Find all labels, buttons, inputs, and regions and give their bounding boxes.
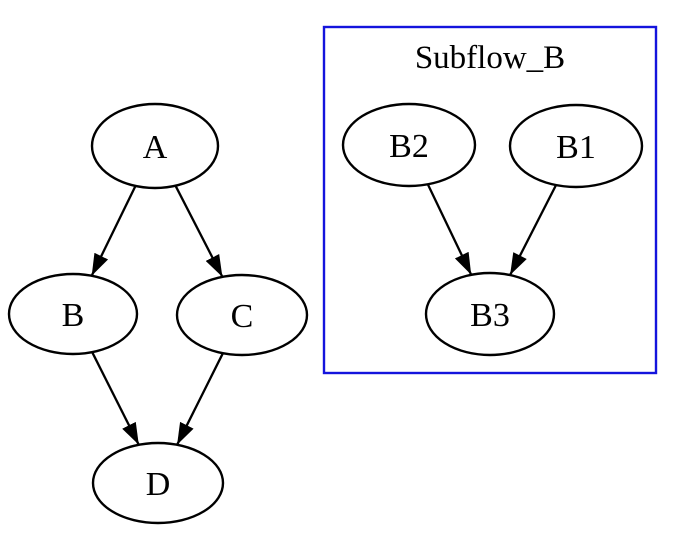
node-b3-label: B3 (470, 297, 510, 334)
edge-c-to-d (176, 352, 224, 446)
node-d-shape (91, 441, 225, 525)
node-b3: B3 (424, 271, 556, 357)
node-b-label: B (62, 297, 85, 334)
edge-b-to-d (91, 351, 140, 446)
cluster-subflow-b-title: Subflow_B (415, 40, 565, 76)
edge-b1-to-b3 (509, 184, 558, 276)
node-b1-label: B1 (556, 129, 596, 166)
node-b-shape (7, 272, 139, 356)
node-b3-shape (424, 271, 556, 357)
node-a-label: A (143, 129, 168, 166)
node-c-label: C (231, 298, 254, 335)
edge-a-to-b (90, 185, 137, 277)
node-b1-shape (508, 103, 644, 189)
node-c-shape (175, 273, 309, 357)
node-a: A (90, 102, 220, 190)
node-b2-shape (341, 102, 477, 188)
node-d-label: D (146, 466, 171, 503)
node-b1: B1 (508, 103, 644, 189)
node-b2: B2 (341, 102, 477, 188)
node-c: C (175, 273, 309, 357)
node-b2-label: B2 (389, 128, 429, 165)
node-b: B (7, 272, 139, 356)
edge-b2-to-b3 (426, 183, 473, 276)
node-d: D (91, 441, 225, 525)
edge-a-to-c (174, 185, 224, 278)
cluster-subflow-b-border (322, 25, 658, 375)
node-a-shape (90, 102, 220, 190)
